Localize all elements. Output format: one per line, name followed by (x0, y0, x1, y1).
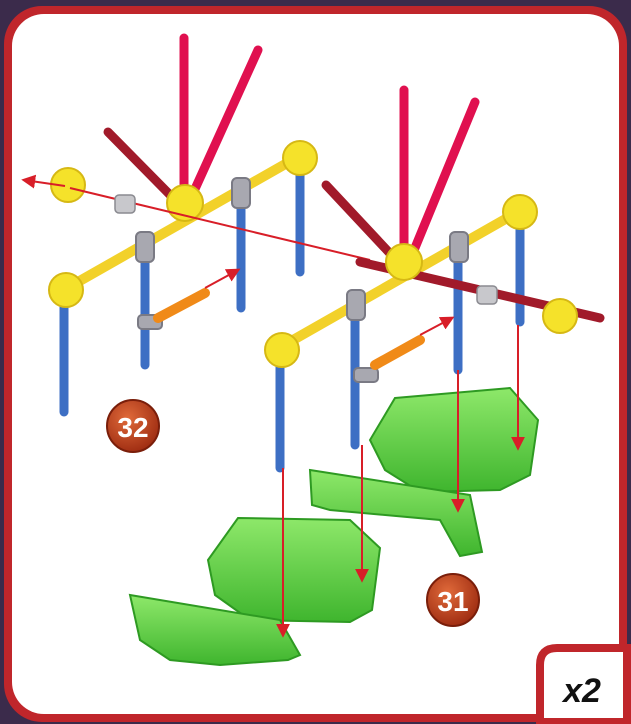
grey-clip (347, 290, 365, 320)
yellow-connector (503, 195, 537, 229)
step-badge-31: 31 (427, 574, 479, 626)
grey-clip (232, 178, 250, 208)
step-number: 32 (117, 412, 148, 443)
grey-clip (354, 368, 378, 382)
quantity-tab: x2 (540, 648, 627, 722)
quantity-label: x2 (561, 672, 601, 710)
grey-spacer (477, 286, 497, 304)
grey-clip (136, 232, 154, 262)
yellow-connector (543, 299, 577, 333)
yellow-connector (265, 333, 299, 367)
green-piece (370, 388, 538, 492)
step-badge-32: 32 (107, 400, 159, 452)
grey-spacer (115, 195, 135, 213)
green-piece (208, 518, 380, 622)
grey-clip (450, 232, 468, 262)
yellow-connector (283, 141, 317, 175)
yellow-connector (386, 244, 422, 280)
yellow-connector (49, 273, 83, 307)
step-number: 31 (437, 586, 468, 617)
